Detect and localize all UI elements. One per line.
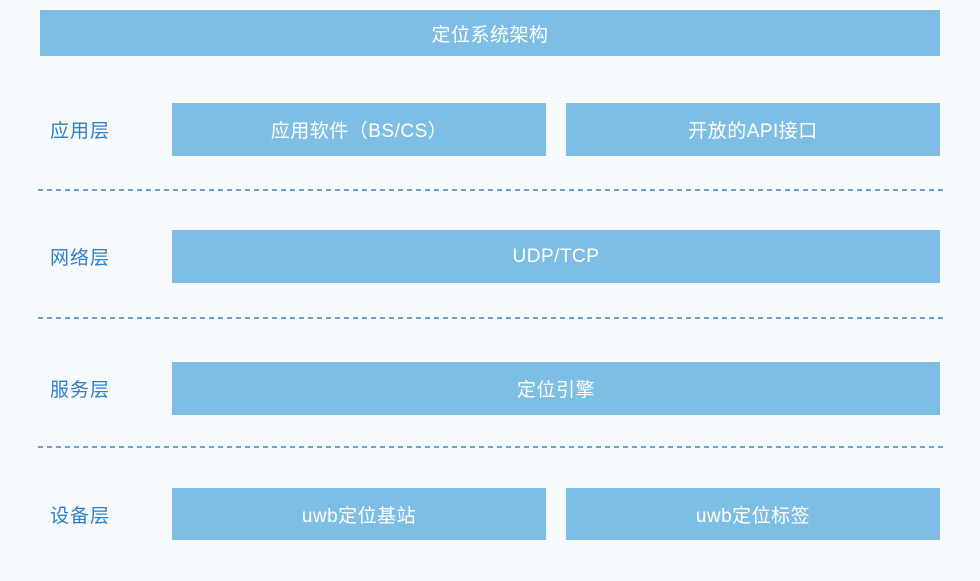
node-positioning-engine: 定位引擎 (172, 362, 940, 415)
layer-divider (38, 317, 944, 319)
layer-label-device: 设备层 (50, 505, 111, 527)
layer-divider (38, 189, 944, 191)
node-application-software: 应用软件（BS/CS） (172, 103, 546, 156)
node-uwb-tag: uwb定位标签 (566, 488, 940, 540)
node-open-api: 开放的API接口 (566, 103, 940, 156)
node-udp-tcp: UDP/TCP (172, 230, 940, 283)
page-title: 定位系统架构 (431, 24, 549, 46)
layer-label-application: 应用层 (50, 121, 111, 142)
node-uwb-anchor: uwb定位基站 (172, 488, 546, 540)
diagram-title-bar: 定位系统架构 (40, 10, 940, 56)
layer-label-service: 服务层 (50, 380, 111, 401)
layer-label-network: 网络层 (50, 248, 111, 269)
layer-divider (38, 446, 944, 448)
